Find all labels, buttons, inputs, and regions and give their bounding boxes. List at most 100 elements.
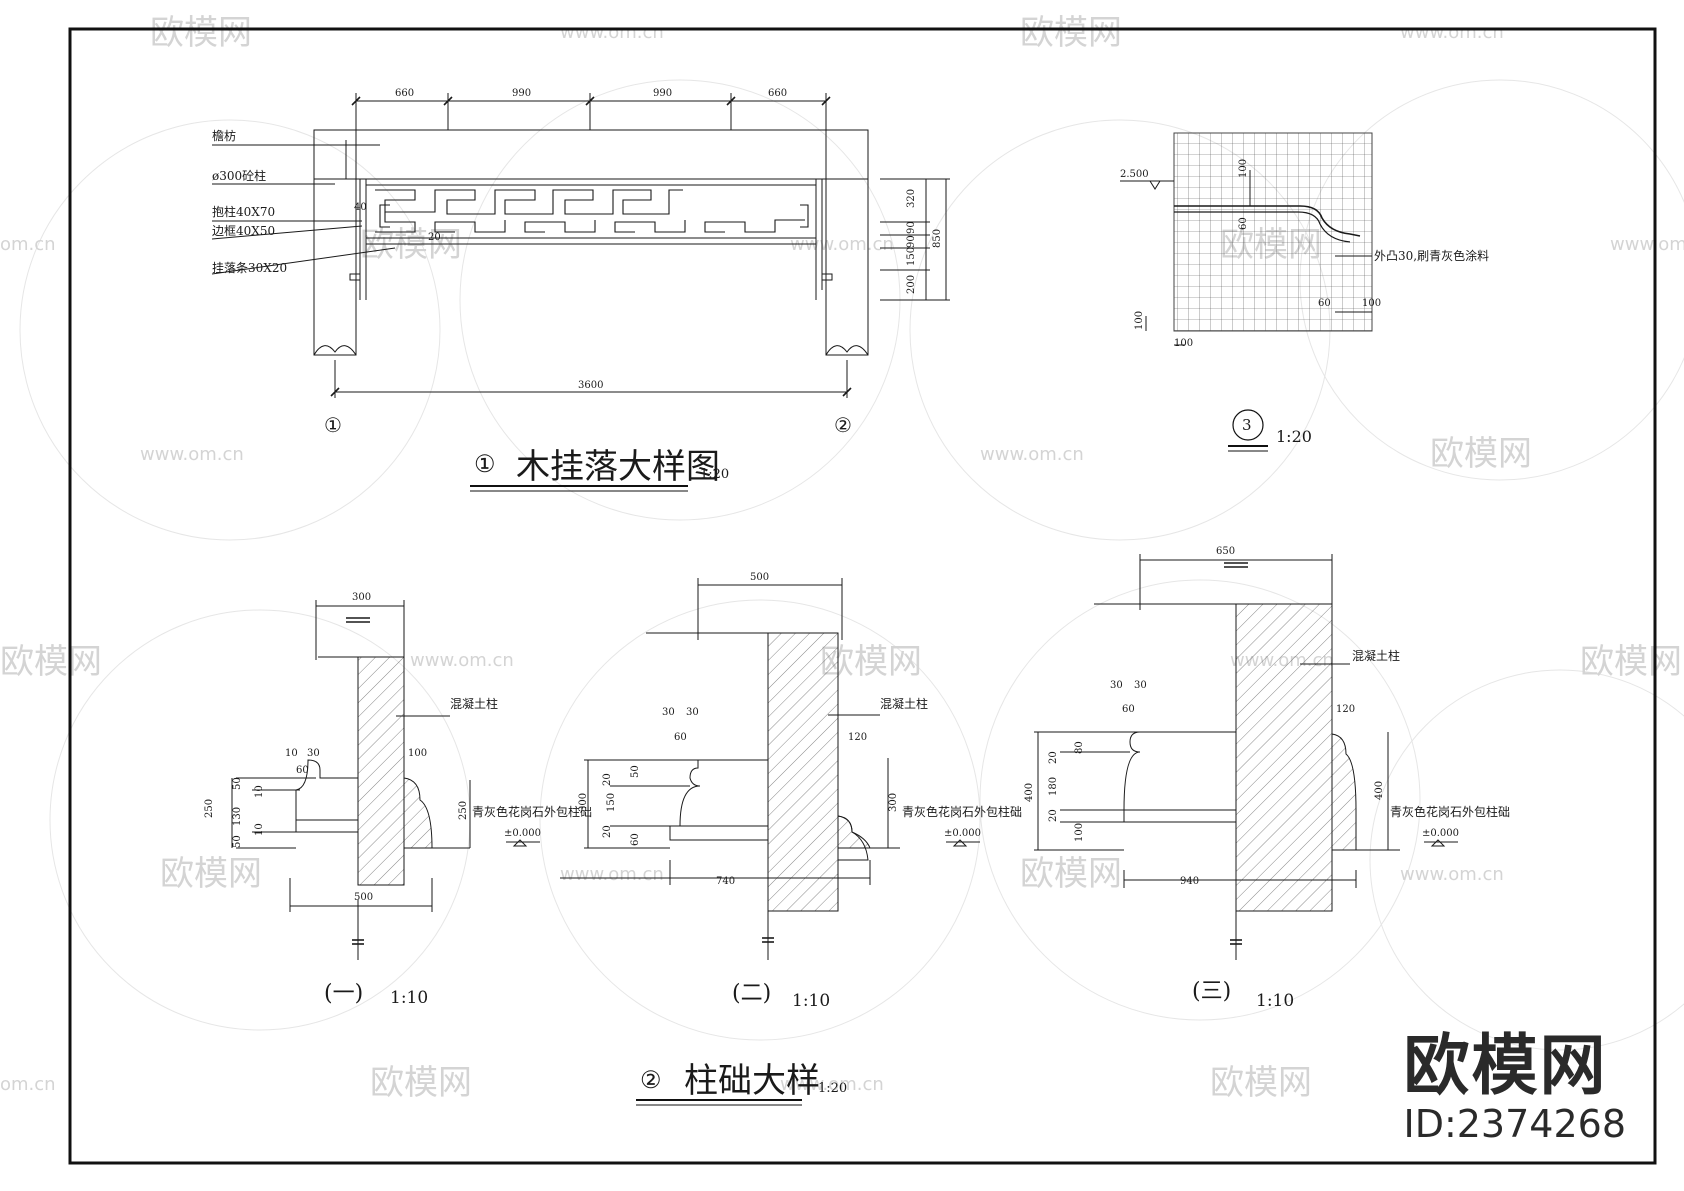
watermark-url: www.om.cn <box>1610 234 1684 255</box>
detail-3-scale: 1:20 <box>1276 427 1312 446</box>
label-column: ø300砼柱 <box>212 168 266 183</box>
dim-30: 30 <box>307 748 320 759</box>
dim-3600: 3600 <box>578 380 603 391</box>
dim-40: 40 <box>354 202 367 213</box>
watermark-url: www.om.cn <box>410 650 514 671</box>
watermark-logo: 欧模网 <box>1430 434 1532 474</box>
dim-150: 150 <box>606 793 617 812</box>
label-concrete: 混凝土柱 <box>450 696 498 711</box>
dim-30: 30 <box>662 707 675 718</box>
dim-30: 30 <box>686 707 699 718</box>
dim-990: 990 <box>653 88 672 99</box>
dim-990: 990 <box>512 88 531 99</box>
detail-1-title: 木挂落大样图 <box>516 447 720 487</box>
watermark-url: www.om.cn <box>140 444 244 465</box>
sub-3-label: (三) <box>1192 979 1231 1004</box>
column-base-2 <box>560 578 980 960</box>
dim-10: 10 <box>254 785 265 798</box>
dim-150: 150 <box>906 247 917 266</box>
dim-660: 660 <box>768 88 787 99</box>
detail-1-hanging-fascia <box>211 93 950 398</box>
sub-3-scale: 1:10 <box>1256 991 1294 1011</box>
level-zero: ±0.000 <box>1422 828 1459 839</box>
label-frame: 边框40X50 <box>212 224 275 238</box>
dim-320: 320 <box>906 189 917 208</box>
sub-1-scale: 1:10 <box>390 988 428 1008</box>
dim-50: 50 <box>232 835 243 848</box>
brand-block: 欧模网 ID:2374268 <box>1403 1027 1626 1144</box>
dim-940: 940 <box>1180 876 1199 887</box>
dim-500: 500 <box>354 892 373 903</box>
detail-1-text: 660 990 990 660 檐枋 ø300砼柱 抱柱40X70 边框40X5… <box>212 88 943 487</box>
dim-30: 30 <box>1110 680 1123 691</box>
dim-60: 60 <box>296 765 309 776</box>
dim-20: 20 <box>602 825 613 838</box>
dim-120: 120 <box>1336 704 1355 715</box>
dim-100: 100 <box>1074 823 1085 842</box>
dim-250: 250 <box>204 799 215 818</box>
watermark-logo: 欧模网 <box>1020 13 1122 53</box>
dim-60: 60 <box>1122 704 1135 715</box>
column-base-1 <box>231 600 540 960</box>
dim-10: 10 <box>285 748 298 759</box>
brand-name: 欧模网 <box>1403 1027 1608 1104</box>
dim-850: 850 <box>932 229 943 248</box>
detail-2-title: 柱础大样 <box>684 1061 820 1101</box>
dim-90: 90 <box>906 221 917 234</box>
dim-20: 20 <box>1048 809 1059 822</box>
dim-100: 100 <box>1134 311 1145 330</box>
column-base-3-text: 650 混凝土柱 30 30 60 120 400 20 180 20 80 1… <box>1024 546 1510 1011</box>
watermark-logo: 欧模网 <box>1580 642 1682 682</box>
dim-100: 100 <box>408 748 427 759</box>
label-granite: 青灰色花岗石外包柱础 <box>1390 804 1510 819</box>
dim-500: 500 <box>750 572 769 583</box>
watermark-logo: 欧模网 <box>1020 854 1122 894</box>
dim-60: 60 <box>1238 217 1249 230</box>
watermark-url: www.om.cn <box>560 22 664 43</box>
column-base-1-text: 300 混凝土柱 10 30 60 100 250 50 130 50 10 1… <box>204 592 592 1008</box>
dim-60: 60 <box>630 833 641 846</box>
dim-180: 180 <box>1048 777 1059 796</box>
dim-50: 50 <box>630 765 641 778</box>
detail-3-number: 3 <box>1242 416 1252 434</box>
watermark-logo: 欧模网 <box>0 642 102 682</box>
dim-20: 20 <box>428 232 441 243</box>
detail-1-scale: 1:20 <box>700 467 729 482</box>
column-base-2-text: 500 混凝土柱 30 30 60 120 300 20 150 20 50 6… <box>578 572 1022 1011</box>
watermark-url: www.om.cn <box>980 444 1084 465</box>
dim-100: 100 <box>1362 298 1381 309</box>
dim-30: 30 <box>1134 680 1147 691</box>
sub-2-label: (二) <box>732 981 771 1006</box>
sub-1-label: (一) <box>324 981 363 1006</box>
dim-10: 10 <box>254 823 265 836</box>
dim-300: 300 <box>888 793 899 812</box>
axis-marker-1: ① <box>324 413 342 437</box>
dim-50: 50 <box>232 777 243 790</box>
label-granite: 青灰色花岗石外包柱础 <box>902 804 1022 819</box>
dim-60: 60 <box>674 732 687 743</box>
detail-2-title-block: ② 柱础大样 1:20 <box>640 1061 847 1101</box>
dim-20: 20 <box>602 773 613 786</box>
dim-100: 100 <box>1174 338 1193 349</box>
dim-60: 60 <box>1318 298 1331 309</box>
watermark-url: om.cn <box>0 1074 56 1095</box>
watermark-logo: 欧模网 <box>150 13 252 53</box>
note-protrude: 外凸30,刷青灰色涂料 <box>1374 248 1489 263</box>
detail-3-text: 2.500 100 60 外凸30,刷青灰色涂料 60 100 100 100 … <box>1120 159 1489 446</box>
detail-3-profile-grid <box>1120 132 1373 346</box>
label-post: 抱柱40X70 <box>212 204 275 219</box>
column-base-3 <box>1034 554 1458 960</box>
dim-120: 120 <box>848 732 867 743</box>
dim-300: 300 <box>578 793 589 812</box>
label-granite: 青灰色花岗石外包柱础 <box>472 804 592 819</box>
watermark-logo: 欧模网 <box>360 225 462 265</box>
watermark-logo: 欧模网 <box>160 854 262 894</box>
dim-20: 20 <box>1048 751 1059 764</box>
dim-250: 250 <box>458 801 469 820</box>
watermark-logo: 欧模网 <box>1210 1063 1312 1103</box>
label-concrete: 混凝土柱 <box>880 696 928 711</box>
dim-400: 400 <box>1024 783 1035 802</box>
dim-660: 660 <box>395 88 414 99</box>
watermark-logo: 欧模网 <box>370 1063 472 1103</box>
